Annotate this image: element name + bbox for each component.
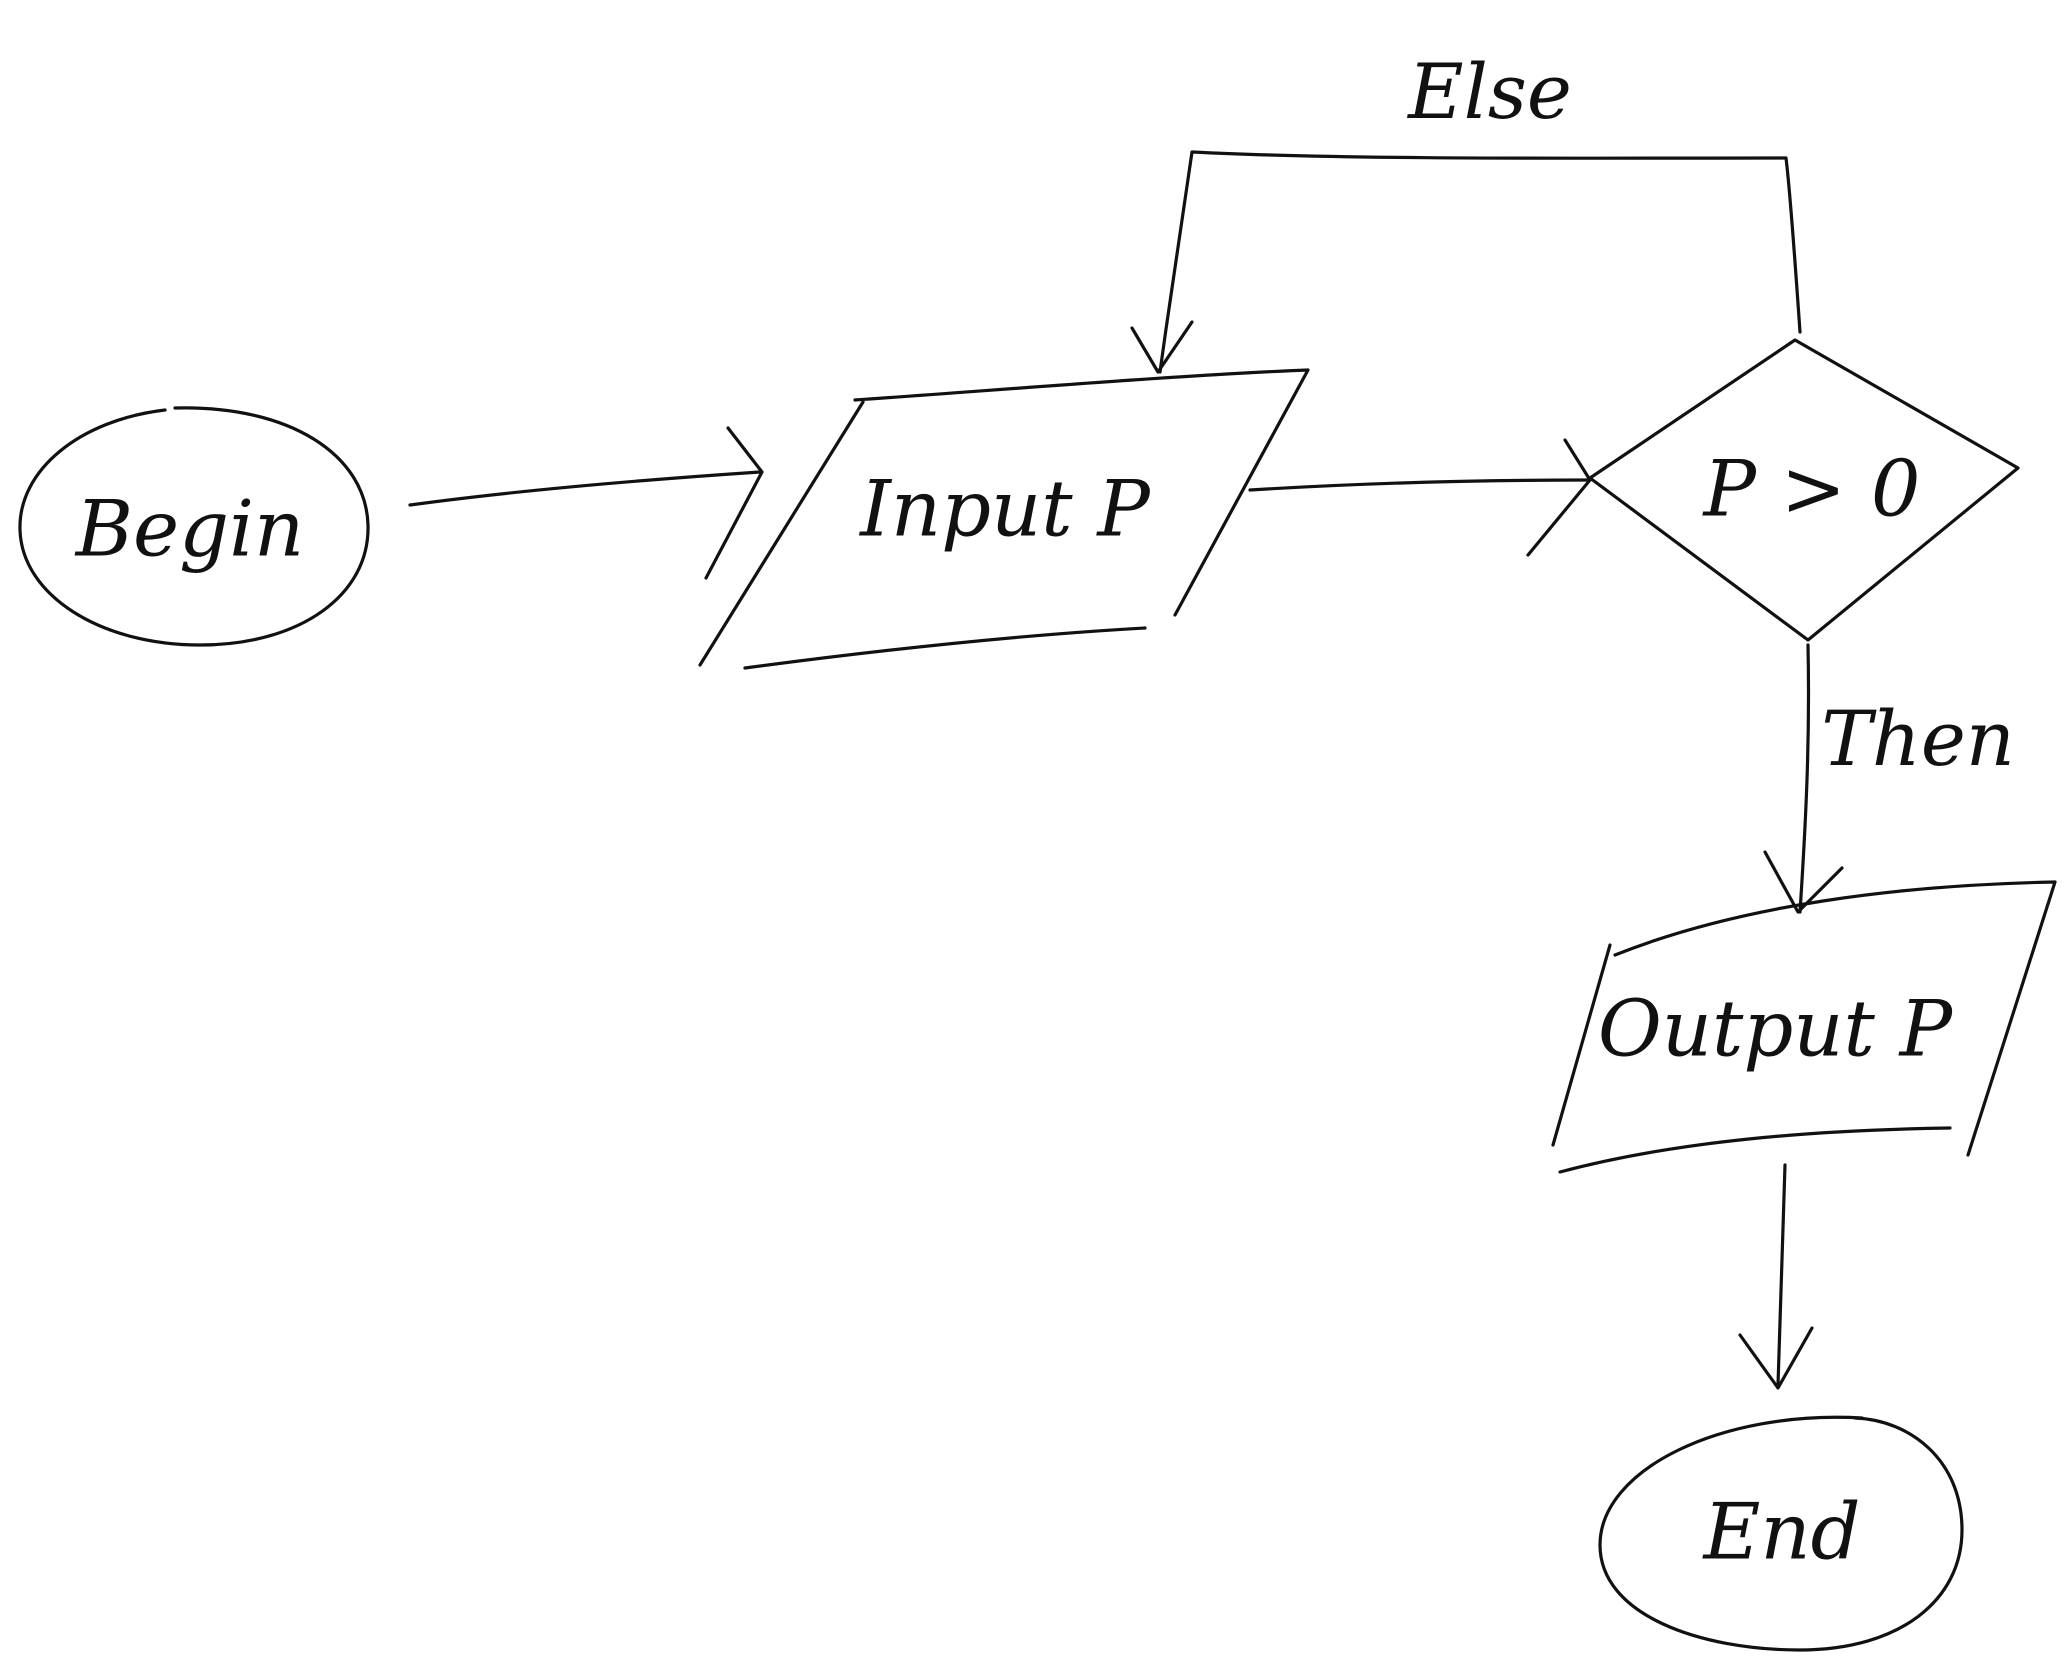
edge-output-to-end <box>1738 1163 1814 1390</box>
output-label: Output P <box>1598 985 1954 1075</box>
edge-decision-to-input-else: Else <box>1130 47 1802 374</box>
decision-label: P > 0 <box>1701 445 1920 535</box>
input-node: Input P <box>698 368 1310 670</box>
edge-input-to-decision <box>1248 438 1592 557</box>
end-oval-shape <box>1598 1415 1964 1652</box>
arrowhead-icon <box>1763 850 1844 914</box>
begin-label: Begin <box>74 485 305 575</box>
edge-decision-to-output-then: Then <box>1763 643 2015 914</box>
decision-node: P > 0 <box>1588 338 2020 642</box>
end-label: End <box>1701 1488 1860 1578</box>
edge-line <box>1248 478 1592 492</box>
output-node: Output P <box>1551 880 2057 1174</box>
edge-line <box>1798 643 1811 914</box>
begin-oval-shape <box>18 406 370 647</box>
edge-begin-to-input <box>408 426 764 580</box>
input-label: Input P <box>858 465 1151 555</box>
output-parallelogram-shape <box>1551 880 2057 1174</box>
arrowhead-icon <box>1738 1326 1814 1390</box>
decision-diamond-shape <box>1588 338 2020 642</box>
input-parallelogram-shape <box>698 368 1310 670</box>
arrowhead-icon <box>1130 320 1194 374</box>
else-label: Else <box>1406 47 1572 136</box>
edge-line <box>408 470 762 507</box>
edge-line <box>1158 150 1802 374</box>
then-label: Then <box>1821 694 2015 783</box>
end-node: End <box>1598 1415 1964 1652</box>
begin-node: Begin <box>18 406 370 647</box>
edge-line <box>1776 1163 1787 1387</box>
arrowhead-icon <box>704 426 764 580</box>
arrowhead-icon <box>1526 438 1592 557</box>
